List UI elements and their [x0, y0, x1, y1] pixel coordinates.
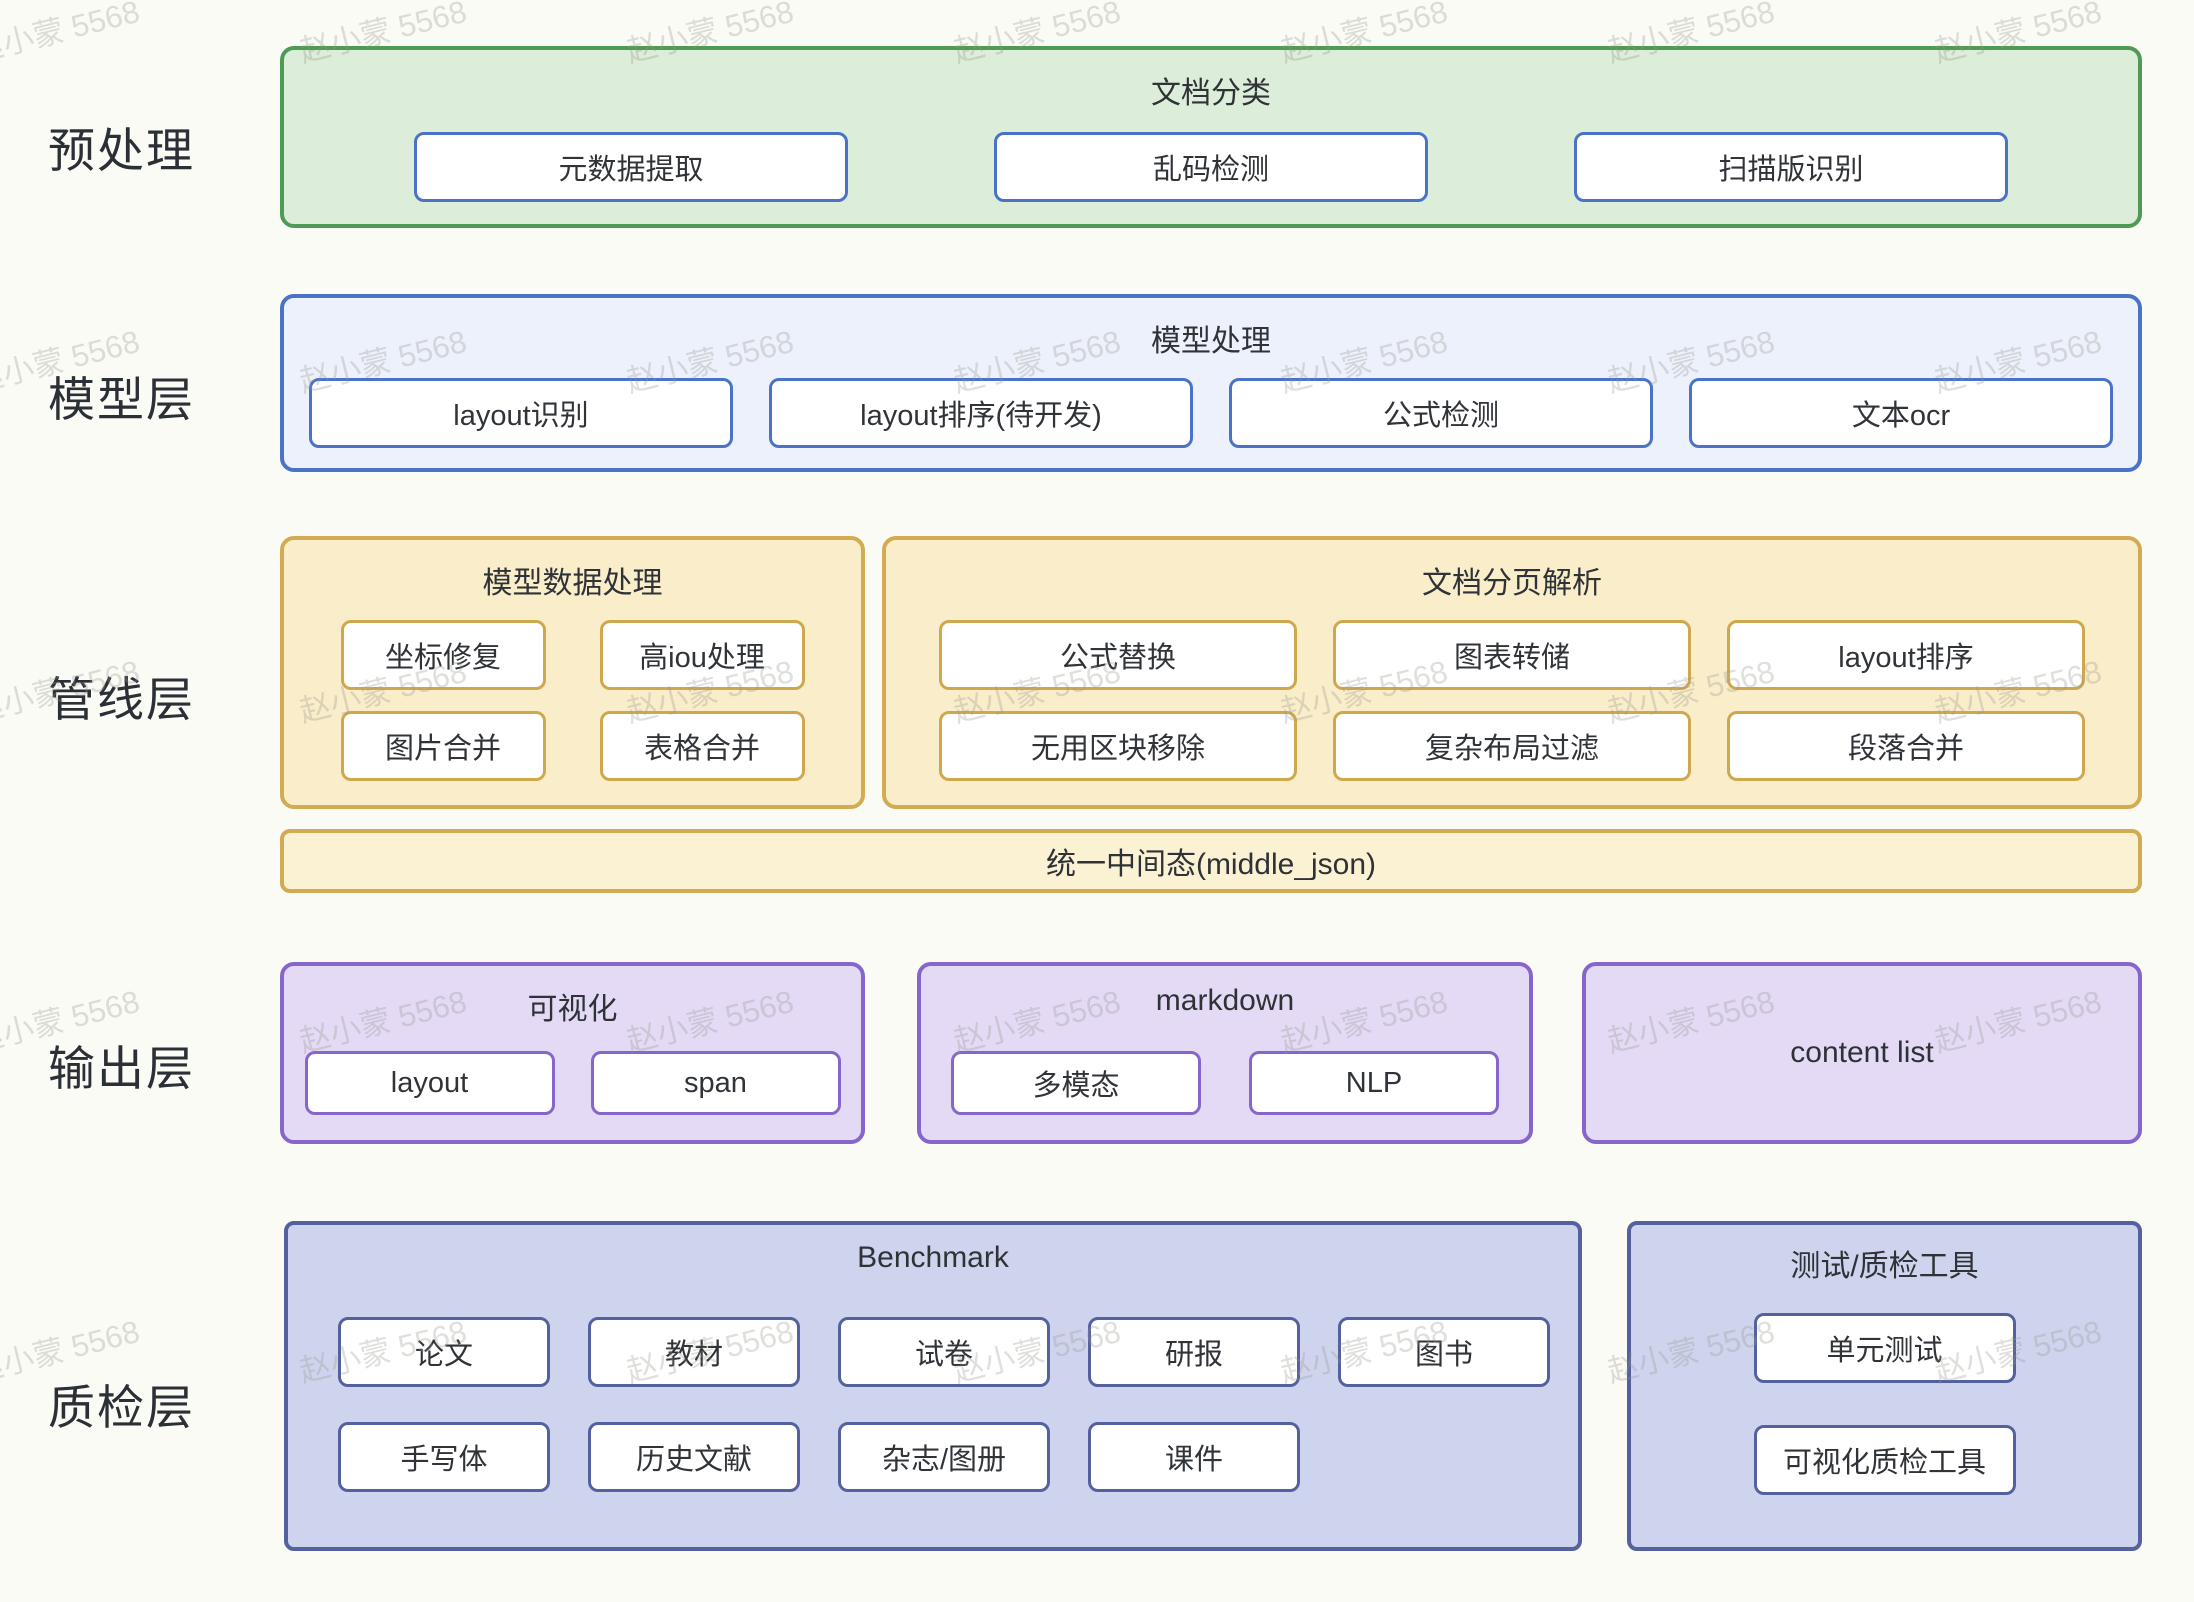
group-model-processing: 模型处理 layout识别 layout排序(待开发) 公式检测 文本ocr	[280, 294, 2142, 472]
node-table-merge: 表格合并	[599, 711, 805, 781]
group-model-processing-title: 模型处理	[1151, 325, 1271, 358]
node-paragraph-merge: 段落合并	[1727, 711, 2085, 781]
node-textbook: 教材	[588, 1317, 800, 1387]
node-layout-sort-todo: layout排序(待开发)	[769, 378, 1193, 448]
node-figure-table-dump: 图表转储	[1333, 620, 1691, 690]
node-useless-block-removal: 无用区块移除	[939, 711, 1297, 781]
node-layout-sort: layout排序	[1727, 620, 2085, 690]
node-image-merge: 图片合并	[340, 711, 546, 781]
group-benchmark-title: Benchmark	[857, 1241, 1009, 1274]
layer-label-model: 模型层	[48, 373, 195, 426]
node-exam-paper: 试卷	[838, 1317, 1050, 1387]
node-layout-visual: layout	[304, 1051, 555, 1115]
group-doc-page-parsing-title: 文档分页解析	[1422, 567, 1602, 600]
group-doc-page-parsing: 文档分页解析 公式替换 图表转储 layout排序 无用区块移除 复杂布局过滤 …	[882, 536, 2142, 809]
node-complex-layout-filter: 复杂布局过滤	[1333, 711, 1691, 781]
group-markdown-title: markdown	[1155, 984, 1295, 1017]
group-doc-classification: 文档分类 元数据提取 乱码检测 扫描版识别	[280, 46, 2142, 228]
node-formula-replace: 公式替换	[939, 620, 1297, 690]
node-nlp: NLP	[1249, 1051, 1499, 1115]
layer-label-qa: 质检层	[48, 1381, 195, 1434]
node-courseware: 课件	[1088, 1422, 1300, 1492]
watermark-text: 赵小蒙 5568	[0, 0, 144, 70]
layer-label-pipeline: 管线层	[48, 673, 195, 726]
group-qc-tools-title: 测试/质检工具	[1790, 1250, 1979, 1283]
group-visualization-title: 可视化	[527, 993, 618, 1026]
layer-label-preprocess: 预处理	[48, 124, 195, 177]
group-markdown: markdown 多模态 NLP	[917, 962, 1533, 1144]
node-garbled-detection: 乱码检测	[994, 132, 1428, 202]
node-historical-document: 历史文献	[588, 1422, 800, 1492]
node-high-iou-handling: 高iou处理	[599, 620, 805, 690]
group-doc-classification-title: 文档分类	[1151, 77, 1271, 110]
node-span-visual: span	[590, 1051, 841, 1115]
node-layout-recognition: layout识别	[309, 378, 733, 448]
node-formula-detection: 公式检测	[1229, 378, 1653, 448]
node-visual-qc-tool: 可视化质检工具	[1753, 1425, 2016, 1495]
group-benchmark: Benchmark 论文 教材 试卷 研报 图书 手写体 历史文献 杂志/图册 …	[284, 1221, 1582, 1551]
node-magazine-album: 杂志/图册	[838, 1422, 1050, 1492]
layer-label-output: 输出层	[48, 1042, 195, 1095]
group-visualization: 可视化 layout span	[280, 962, 865, 1144]
node-unit-test: 单元测试	[1753, 1313, 2016, 1383]
node-metadata-extraction: 元数据提取	[414, 132, 848, 202]
node-book: 图书	[1338, 1317, 1550, 1387]
node-multimodal: 多模态	[951, 1051, 1201, 1115]
group-qc-tools: 测试/质检工具 单元测试 可视化质检工具	[1627, 1221, 2142, 1551]
node-paper: 论文	[338, 1317, 550, 1387]
node-coordinate-fix: 坐标修复	[340, 620, 546, 690]
node-middle-json: 统一中间态(middle_json)	[280, 829, 2142, 893]
group-content-list: content list	[1582, 962, 2142, 1144]
node-scan-detection: 扫描版识别	[1574, 132, 2008, 202]
node-handwriting: 手写体	[338, 1422, 550, 1492]
node-text-ocr: 文本ocr	[1689, 378, 2113, 448]
node-research-report: 研报	[1088, 1317, 1300, 1387]
group-model-data-processing-title: 模型数据处理	[482, 567, 663, 600]
group-model-data-processing: 模型数据处理 坐标修复 高iou处理 图片合并 表格合并	[280, 536, 865, 809]
